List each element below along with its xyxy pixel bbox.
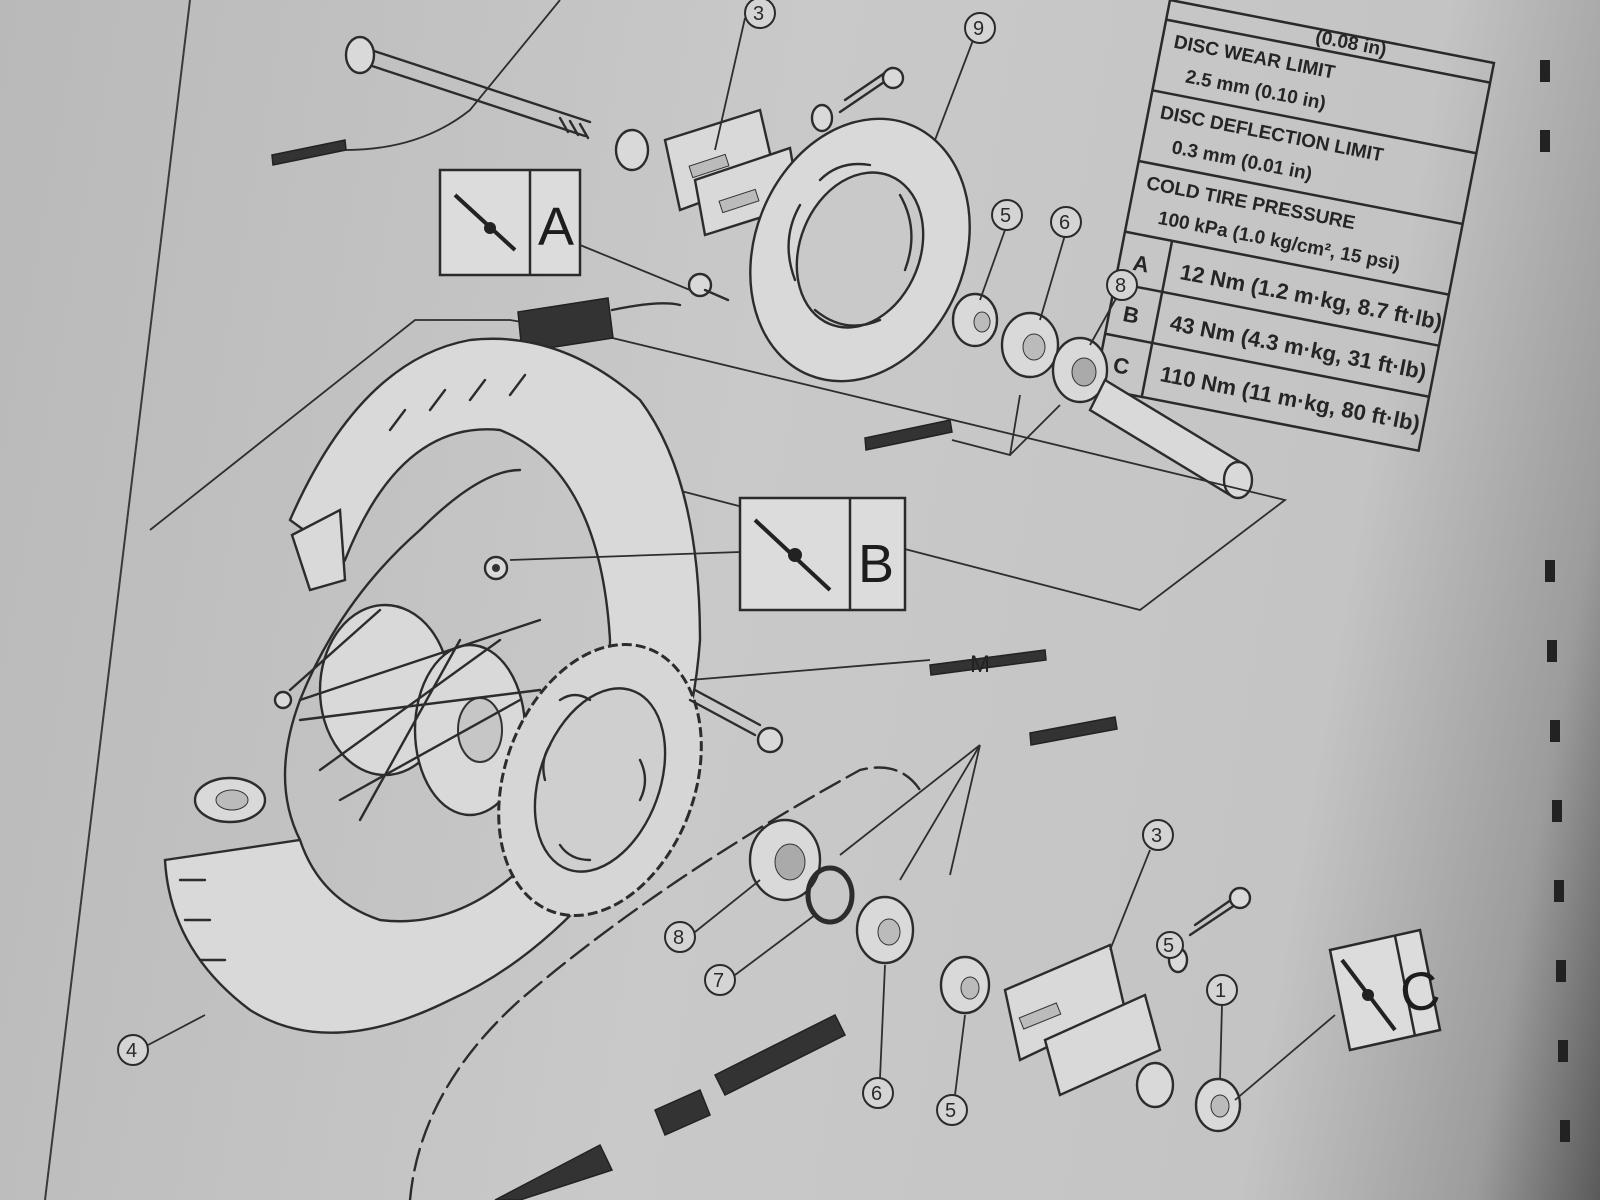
collar-lower — [939, 955, 991, 1015]
grease-mark-m: M — [929, 649, 1047, 678]
torque-wrench-icon — [753, 518, 832, 592]
callout-6-lower: 6 — [862, 964, 894, 1109]
disc-bolt — [687, 272, 730, 302]
callout-label: 8 — [673, 927, 684, 949]
callout-8-lower: 8 — [664, 879, 761, 953]
wheel-hub — [288, 603, 542, 822]
hub-nut — [483, 555, 509, 581]
callout-leader — [979, 229, 1006, 301]
torque-symbol-b: B — [509, 496, 907, 612]
callout-label: 7 — [713, 970, 724, 992]
bearing-lower — [748, 818, 822, 902]
oil-seal-top — [1000, 311, 1060, 379]
callout-label: 4 — [126, 1040, 137, 1062]
torque-symbol-a: A — [438, 168, 691, 291]
callout-5-washer: 5 — [1156, 931, 1184, 959]
spec-column-divider — [1140, 240, 1174, 398]
callout-label: 6 — [1059, 212, 1070, 234]
adjust-bolt-lower — [1167, 886, 1252, 974]
callout-5-lower: 5 — [936, 1014, 968, 1126]
axle-nut — [1194, 1077, 1242, 1133]
collar-top — [951, 292, 999, 348]
spec-row-divider — [1104, 332, 1430, 398]
spoke-nipple-left — [273, 690, 293, 710]
bearing-top — [1051, 336, 1109, 404]
callout-1: 1 — [1206, 974, 1238, 1081]
brake-caliper-bracket — [517, 297, 682, 353]
drive-chain — [408, 766, 922, 1200]
grease-mark-top-left — [271, 139, 347, 166]
spec-row-divider — [1114, 281, 1440, 347]
spec-row-divider — [1152, 89, 1477, 155]
rim-tube-outline — [283, 468, 522, 842]
spec-row-divider — [1165, 18, 1491, 84]
callout-5-top: 5 — [991, 199, 1023, 231]
callout-label: 5 — [1000, 205, 1011, 227]
torque-wrench-icon — [1340, 958, 1397, 1032]
callout-3-top: 3 — [744, 0, 776, 29]
callout-label: 8 — [1115, 275, 1126, 297]
callout-3-lower: 3 — [1109, 819, 1174, 951]
rear-sprocket — [497, 642, 931, 918]
oil-seal-lower — [855, 895, 915, 965]
page-border-line — [44, 0, 191, 1200]
torque-symbol-divider — [1393, 935, 1417, 1037]
brake-disc — [749, 34, 976, 383]
spec-row-divider — [1124, 230, 1450, 296]
callout-label: 1 — [1215, 980, 1226, 1002]
rim-lock — [193, 508, 347, 824]
torque-symbol-letter-a: A — [538, 197, 574, 257]
callout-9: 9 — [964, 12, 996, 44]
washer-lower — [1135, 1061, 1175, 1109]
axle-shaft — [344, 0, 592, 151]
torque-symbol-letter-b: B — [858, 534, 894, 594]
callout-leader — [1039, 234, 1066, 321]
callout-4: 4 — [117, 1014, 206, 1066]
callout-leader — [1089, 294, 1119, 346]
spec-torque-key-b: B — [1121, 301, 1141, 329]
callout-label: 3 — [753, 3, 764, 25]
sprocket-bolt — [688, 688, 784, 754]
callout-label: 5 — [945, 1100, 956, 1122]
axle-spacer-tube — [1088, 378, 1254, 500]
torque-symbol-c: C — [1234, 928, 1444, 1101]
callout-6-top: 6 — [1050, 206, 1082, 238]
torque-wrench-icon — [453, 193, 517, 252]
callout-7: 7 — [704, 914, 816, 996]
callout-label: 6 — [871, 1083, 882, 1105]
spec-row-divider — [1138, 159, 1463, 226]
circlip — [805, 865, 855, 925]
binding-holes — [1540, 60, 1570, 1142]
grease-mark-letter: M — [970, 651, 990, 678]
spec-table-frame — [1093, 0, 1496, 453]
grease-mark-right — [864, 394, 1061, 457]
callout-label: 5 — [1163, 935, 1174, 957]
callout-8-top: 8 — [1106, 269, 1138, 301]
spec-torque-key-a: A — [1131, 250, 1151, 278]
spec-torque-key-c: C — [1111, 352, 1131, 380]
callout-label: 9 — [973, 18, 984, 40]
callout-label: 3 — [1151, 825, 1162, 847]
chain-puller-lower — [1003, 943, 1162, 1097]
spec-table: (0.08 in) DISC WEAR LIMIT 2.5 mm (0.10 i… — [1093, 0, 1496, 453]
grease-mark-lower-right — [839, 716, 1118, 881]
